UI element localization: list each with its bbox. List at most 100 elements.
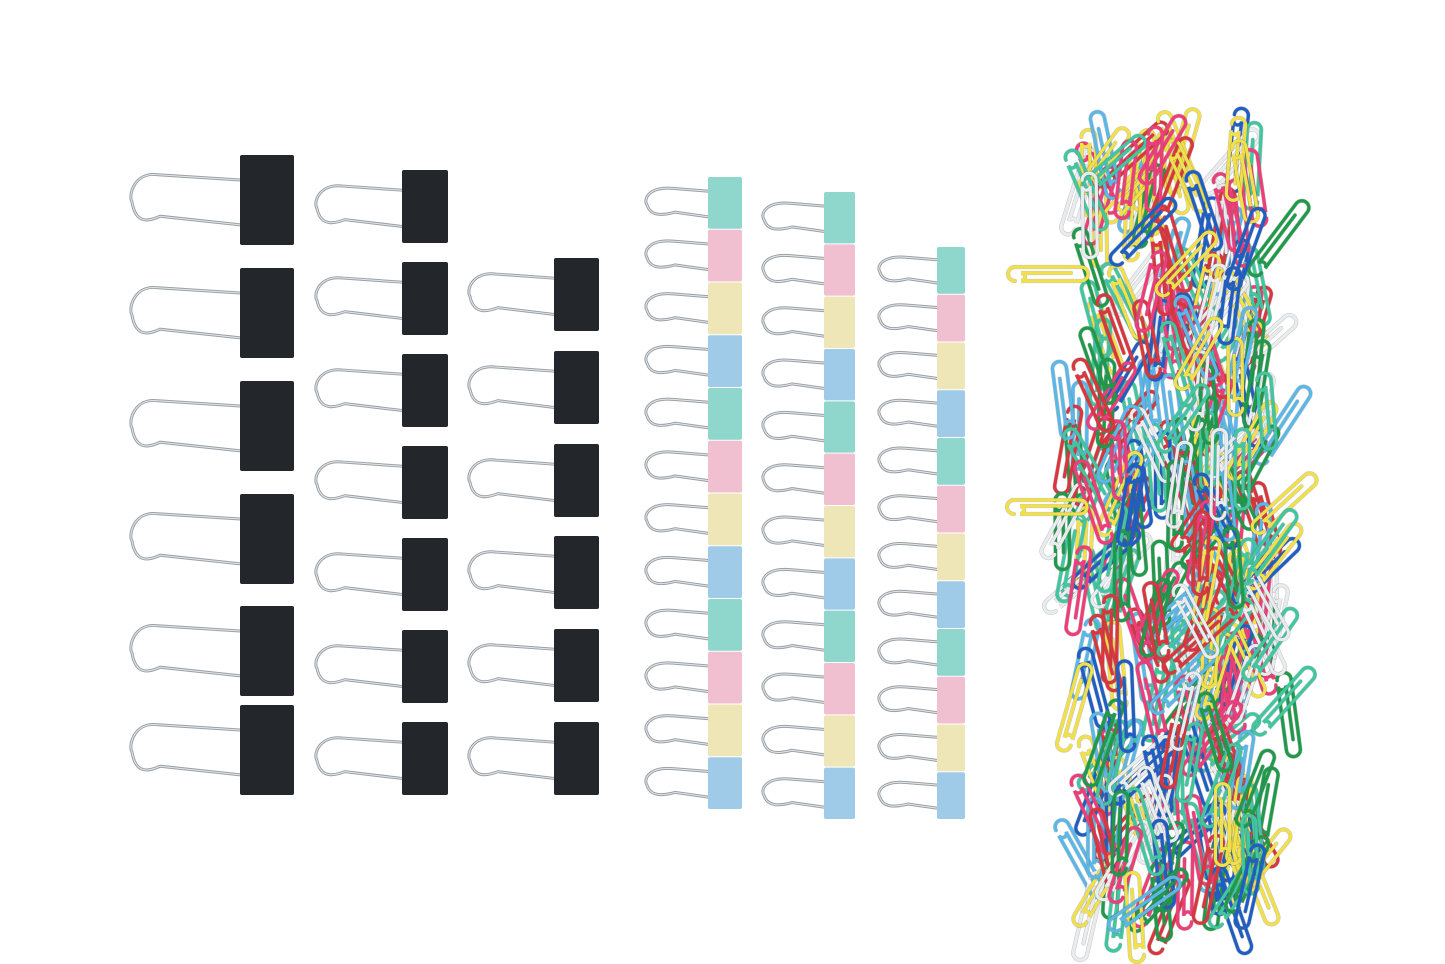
- wire-highlight: [878, 352, 942, 380]
- paper-clip-wire: [1107, 826, 1143, 905]
- paper-clip-wire: [1100, 593, 1120, 685]
- paper-clip: [1196, 363, 1220, 446]
- colored-binder-clip: [761, 296, 855, 348]
- colored-binder-clip: [644, 546, 742, 598]
- colored-binder-clip: [761, 192, 855, 244]
- paper-clip: [1224, 537, 1258, 620]
- colored-binder-clip: [877, 676, 965, 724]
- clip-body: [708, 599, 742, 651]
- wire-highlight: [762, 411, 829, 442]
- clip-body: [824, 453, 855, 505]
- clip-body: [824, 192, 855, 244]
- black-binder-clip-medium: [314, 446, 448, 519]
- paper-clip: [1106, 264, 1149, 341]
- colored-binder-clip: [761, 401, 855, 453]
- wire-highlight: [315, 369, 407, 412]
- colored-binder-clip: [877, 724, 965, 772]
- paper-clip-wire: [1050, 360, 1077, 440]
- colored-binder-clip: [761, 349, 855, 401]
- clip-body: [708, 388, 742, 440]
- paper-clip-wire: [1132, 299, 1162, 379]
- paper-clip-wire: [1125, 787, 1165, 877]
- paper-clip-wire: [1173, 294, 1219, 381]
- paper-clip: [1149, 135, 1195, 224]
- paper-clip-wire: [1233, 843, 1267, 930]
- wire-highlight: [762, 464, 829, 495]
- clip-body: [402, 446, 448, 519]
- clip-body: [240, 494, 294, 584]
- paper-clip-wire: [1080, 171, 1099, 260]
- wire-highlight: [468, 644, 559, 687]
- clip-body: [824, 767, 855, 819]
- wire-highlight: [645, 398, 713, 429]
- colored-binder-clip: [761, 663, 855, 715]
- paper-clip-wire: [1225, 537, 1257, 619]
- paper-clip-wire: [1256, 583, 1290, 676]
- wire-highlight: [762, 359, 829, 390]
- clip-body: [708, 493, 742, 546]
- clip-body: [708, 704, 742, 757]
- wire-highlight: [315, 645, 407, 688]
- clip-body: [824, 349, 855, 401]
- paper-clip-wire: [1115, 464, 1144, 547]
- clip-body: [937, 676, 965, 724]
- paper-clip: [1123, 870, 1147, 964]
- paper-clip-wire: [1112, 529, 1131, 623]
- paper-clip: [1216, 265, 1243, 346]
- paper-clip: [1161, 606, 1236, 676]
- paper-clip: [1224, 115, 1248, 203]
- clip-body: [708, 546, 742, 598]
- clip-body: [402, 722, 448, 795]
- paper-clip: [1095, 450, 1144, 538]
- paper-clip-wire: [1191, 510, 1211, 597]
- wire-highlight: [645, 187, 713, 218]
- paper-clip-wire: [1071, 227, 1110, 308]
- paper-clip-wire: [1078, 326, 1117, 405]
- colored-binder-clip: [877, 629, 965, 676]
- clip-body: [937, 390, 965, 437]
- colored-binder-clip: [877, 390, 965, 437]
- clip-body: [708, 177, 742, 229]
- wire-highlight: [315, 737, 407, 780]
- wire-highlight: [762, 254, 829, 285]
- clip-body: [708, 757, 742, 809]
- clip-body: [402, 538, 448, 611]
- black-binder-clip-medium: [314, 354, 448, 427]
- paper-clip: [1129, 406, 1176, 484]
- paper-clip-wire: [1123, 870, 1146, 964]
- paper-clip: [1250, 471, 1319, 536]
- black-binder-clip-medium: [467, 629, 599, 702]
- wire-highlight: [130, 287, 245, 339]
- paper-clip-wire: [1165, 440, 1194, 529]
- paper-clip-wire: [1116, 659, 1137, 753]
- colored-binder-clip: [761, 244, 855, 296]
- paper-clip: [1141, 580, 1171, 661]
- paper-clip-wire: [1127, 867, 1189, 933]
- colored-binder-clip: [877, 342, 965, 390]
- clip-body: [937, 438, 965, 485]
- paper-clip-wire: [1225, 206, 1267, 291]
- wire-highlight: [645, 346, 713, 377]
- colored-binder-clip: [644, 177, 742, 229]
- paper-clip: [1148, 648, 1217, 716]
- clip-body: [937, 533, 965, 581]
- paper-clip: [1136, 765, 1180, 844]
- clip-body: [402, 630, 448, 703]
- paper-clip-wire: [1005, 498, 1089, 516]
- paper-clip-wire: [1248, 502, 1273, 584]
- paper-clip-wire: [1191, 834, 1226, 925]
- paper-clip: [1004, 497, 1090, 517]
- clip-body: [937, 581, 965, 628]
- paper-clip: [1191, 833, 1226, 926]
- clip-body: [554, 722, 599, 795]
- black-binder-clip-medium: [467, 444, 599, 517]
- wire-highlight: [878, 447, 942, 475]
- black-binder-clip-medium: [314, 722, 448, 795]
- wire-highlight: [878, 256, 942, 284]
- wire-highlight: [130, 400, 245, 452]
- clip-body: [402, 170, 448, 243]
- colored-binder-clip: [644, 440, 742, 493]
- paper-clip: [1196, 691, 1234, 773]
- paper-clip: [1156, 588, 1228, 662]
- paper-clip: [1254, 371, 1279, 452]
